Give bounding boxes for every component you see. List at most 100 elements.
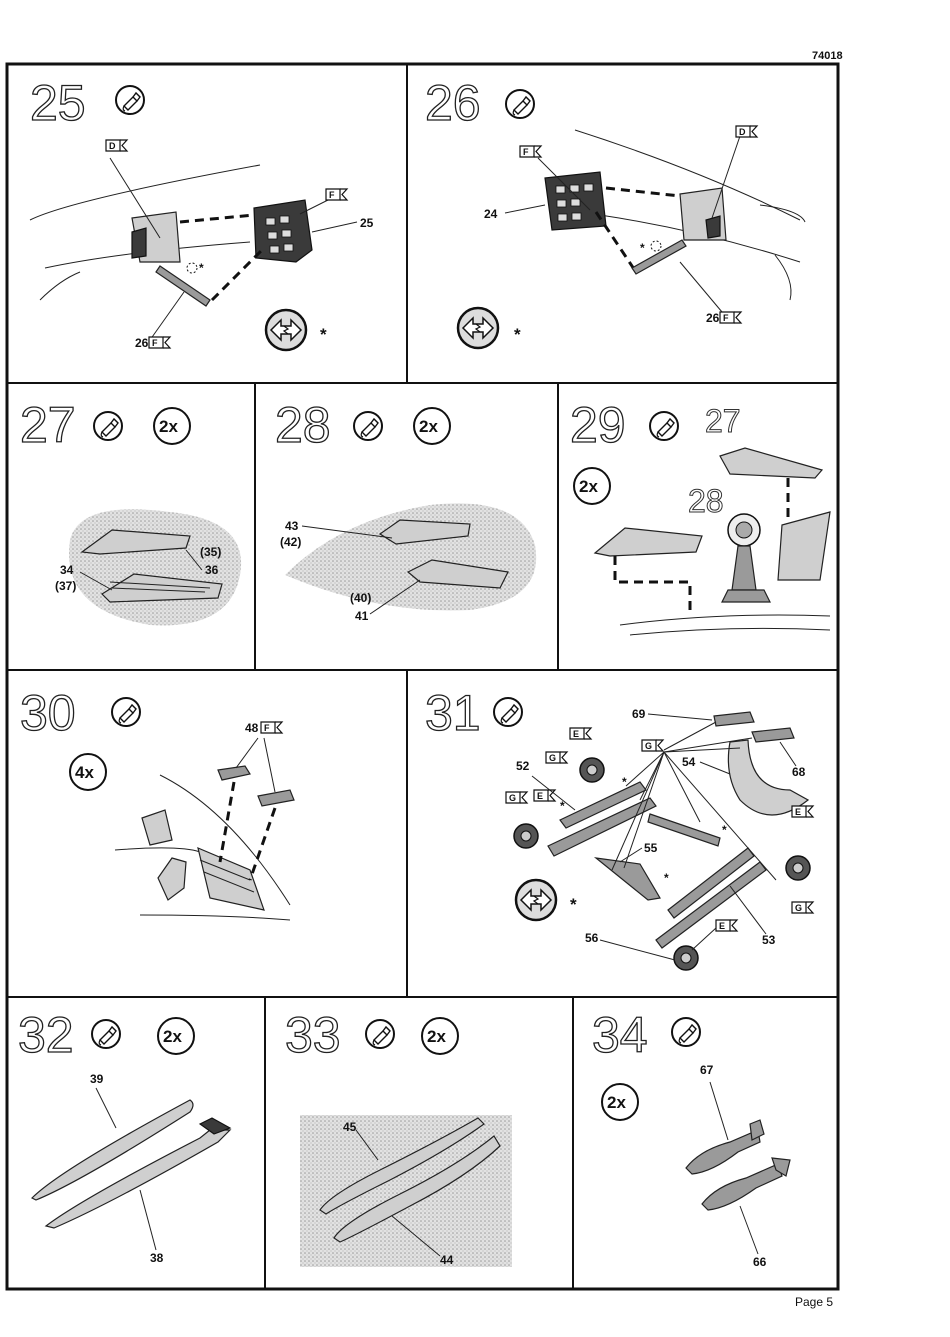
step-number: 25: [30, 75, 86, 131]
multiplier-badge: 2x: [163, 1027, 182, 1046]
flag-label: F: [329, 190, 335, 200]
svg-text:*: *: [560, 799, 565, 813]
step-number: 34: [592, 1007, 648, 1063]
part-label: 43: [285, 519, 299, 533]
part-label: 39: [90, 1072, 104, 1086]
flag-label: F: [723, 313, 729, 323]
step-number: 32: [18, 1007, 74, 1063]
step-number: 29: [570, 397, 626, 453]
part-label: 56: [585, 931, 599, 945]
svg-text:*: *: [664, 871, 669, 885]
intake-cone: [158, 858, 186, 900]
multiplier-badge: 2x: [579, 477, 598, 496]
asterisk: *: [514, 325, 521, 344]
flag-label: E: [795, 807, 801, 817]
part-label: 54: [682, 755, 696, 769]
part-label: 48: [245, 721, 259, 735]
reference-step: 28: [688, 483, 724, 519]
step-25-panel: 25 * D F 25 26 F *: [30, 75, 374, 350]
reference-step: 27: [705, 403, 741, 439]
glue-icon: [354, 412, 382, 440]
part-label: (42): [280, 535, 301, 549]
step-27-panel: 27 2x (35) 36 34 (37): [20, 397, 241, 625]
glue-icon: [112, 698, 140, 726]
step-31-panel: 31 69 68 54 52 55 53 E G G: [425, 685, 813, 970]
part-66: [702, 1164, 782, 1210]
multiplier-badge: 4x: [75, 763, 94, 782]
asterisk: *: [320, 325, 327, 344]
part-label: 69: [632, 707, 646, 721]
part-53-strut: [656, 862, 766, 948]
flag-label: G: [795, 903, 802, 913]
part-label: 45: [343, 1120, 357, 1134]
step-28-panel: 28 2x 43 (42) (40) 41: [275, 397, 536, 623]
svg-text:*: *: [622, 775, 627, 789]
glue-icon: [506, 90, 534, 118]
part-68: [752, 728, 794, 742]
glue-icon: [672, 1018, 700, 1046]
part-label: 52: [516, 759, 530, 773]
step-30-panel: 30 4x 48 F: [20, 685, 294, 920]
step-number: 31: [425, 685, 481, 741]
flag-label: E: [573, 729, 579, 739]
step-number: 30: [20, 685, 76, 741]
part-label: 55: [644, 841, 658, 855]
part-label: 24: [484, 207, 498, 221]
step-33-panel: 33 2x 45 44: [285, 1007, 512, 1267]
glue-icon: [650, 412, 678, 440]
glue-icon: [494, 698, 522, 726]
part-label: 34: [60, 563, 74, 577]
part-label: 68: [792, 765, 806, 779]
glue-icon: [366, 1020, 394, 1048]
flag-label: F: [264, 723, 270, 733]
part-55: [596, 858, 660, 900]
part-label: 25: [360, 216, 374, 230]
flag-label: F: [152, 338, 158, 348]
flag-label: G: [509, 793, 516, 803]
fuselage-section: [198, 848, 264, 910]
part-label: (37): [55, 579, 76, 593]
multiplier-badge: 2x: [427, 1027, 446, 1046]
part-48: [258, 790, 294, 806]
part-label: (40): [350, 591, 371, 605]
step-number: 28: [275, 397, 331, 453]
step-32-panel: 32 2x 39 38: [18, 1007, 230, 1265]
step-number: 27: [20, 397, 76, 453]
part-label: 44: [440, 1253, 454, 1267]
part-67: [686, 1130, 760, 1174]
flag-label: D: [739, 127, 746, 137]
part-label: 41: [355, 609, 369, 623]
step-number: 33: [285, 1007, 341, 1063]
flag-label: G: [549, 753, 556, 763]
part-label: 53: [762, 933, 776, 947]
flag-label: E: [719, 921, 725, 931]
flag-label: D: [109, 141, 116, 151]
multiplier-badge: 2x: [607, 1093, 626, 1112]
optional-parts-icon: [458, 308, 498, 348]
glue-icon: [92, 1020, 120, 1048]
svg-text:*: *: [199, 261, 204, 275]
step-26-panel: 26 * F D 24 26 F *: [425, 75, 805, 348]
flag-label: F: [523, 147, 529, 157]
part-label: 26: [706, 311, 720, 325]
multiplier-badge: 2x: [159, 417, 178, 436]
flag-label: E: [537, 791, 543, 801]
part-28-assembled: [595, 528, 702, 556]
svg-text:*: *: [722, 823, 727, 837]
optional-parts-icon: [516, 880, 556, 920]
landing-gear-strut: [732, 546, 756, 590]
asterisk: *: [570, 895, 577, 914]
part-label: 38: [150, 1251, 164, 1265]
part-69: [714, 712, 754, 726]
part-label: 26: [135, 336, 149, 350]
part-label: 67: [700, 1063, 714, 1077]
part-48: [218, 766, 250, 780]
glue-icon: [116, 86, 144, 114]
svg-text:*: *: [640, 241, 645, 255]
optional-parts-icon: [266, 310, 306, 350]
step-29-panel: 29 27 2x 28: [570, 397, 830, 635]
part-27-assembled: [720, 448, 822, 478]
step-34-panel: 34 2x 67 66: [592, 1007, 790, 1269]
multiplier-badge: 2x: [419, 417, 438, 436]
